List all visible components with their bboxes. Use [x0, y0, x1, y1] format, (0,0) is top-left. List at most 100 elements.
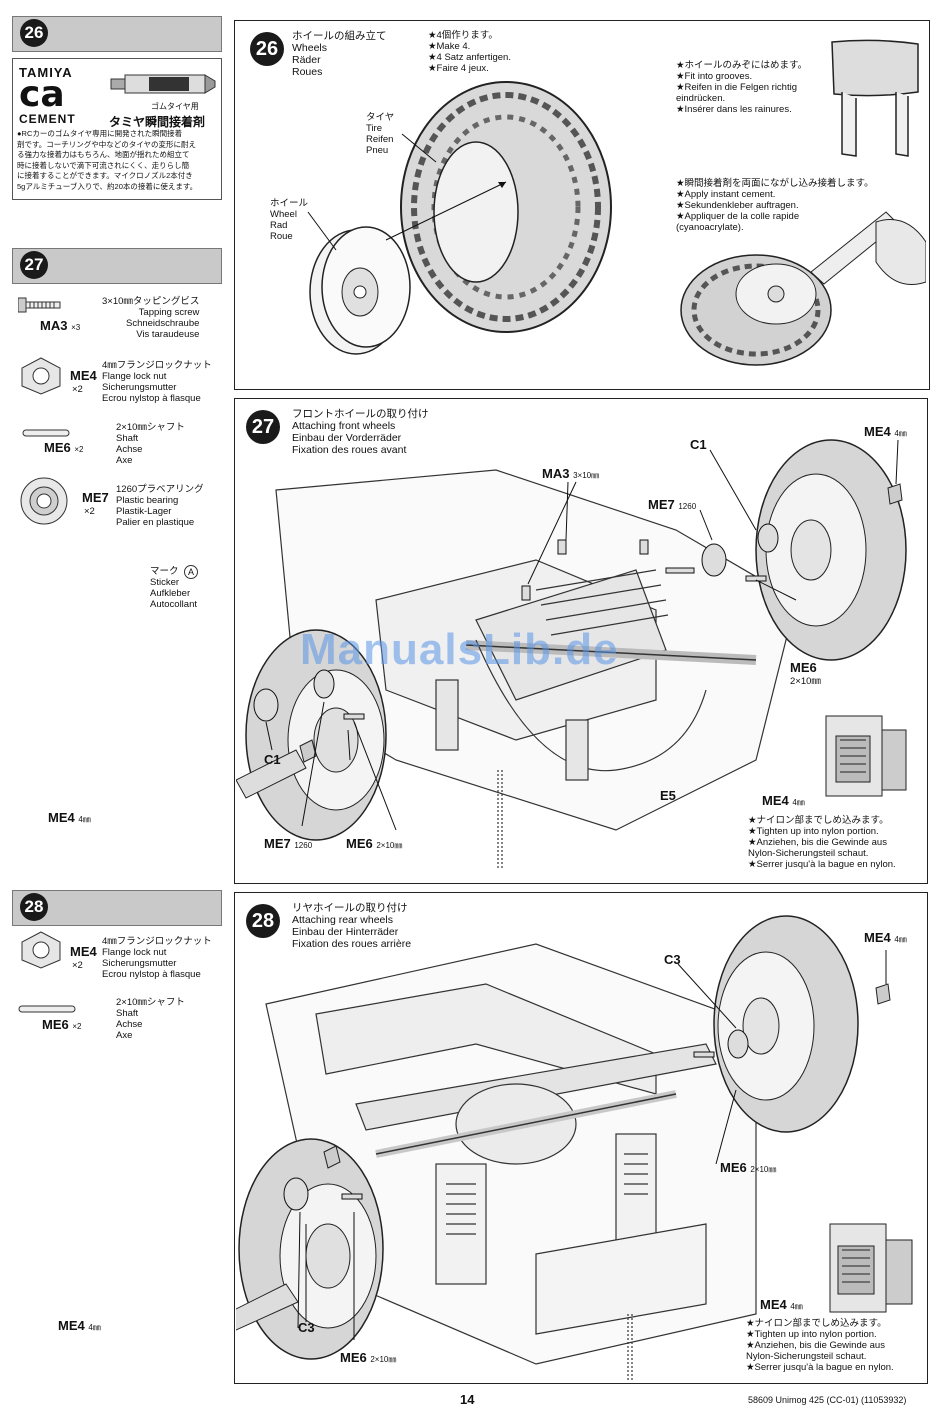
shaft-icon — [22, 429, 70, 437]
p28-me6-bottom-code: ME6 — [340, 1350, 367, 1365]
grooves-note: ★ホイールのみぞにはめます。 ★Fit into grooves. ★Reife… — [676, 60, 808, 115]
panel27-number: 27 — [246, 410, 280, 444]
p28-c3-top: C3 — [664, 952, 681, 967]
p28-me4-top: ME4 4㎜ — [864, 930, 907, 945]
part28-me6-label: 2×10㎜シャフト Shaft Achse Axe — [116, 997, 185, 1041]
p28-me4-left: ME4 4㎜ — [58, 1318, 101, 1333]
p27-me6-bottom: ME6 2×10㎜ — [346, 836, 402, 851]
part28-me6-code: ME6 ×2 — [42, 1017, 81, 1032]
part-me6-label: 2×10㎜シャフト Shaft Achse Axe — [116, 422, 185, 466]
rear-wheel-chassis-drawing — [236, 915, 891, 1380]
p27-me7-bottom-code: ME7 — [264, 836, 291, 851]
cement-brand-bottom: CEMENT — [19, 112, 76, 126]
step26-number: 26 — [20, 19, 48, 47]
front-wheel-chassis-drawing — [236, 439, 907, 870]
front-nylon-detail — [825, 715, 907, 797]
tapping-screw-icon — [18, 297, 61, 313]
p27-nylon-note: ★ナイロン部までしめ込みます。 ★Tighten up into nylon p… — [748, 815, 896, 870]
p27-me6-bottom-size: 2×10㎜ — [376, 841, 403, 850]
p27-me4-detail-code: ME4 — [762, 793, 789, 808]
part28-me6-qty: ×2 — [72, 1022, 82, 1031]
shaft-icon-28 — [18, 1005, 76, 1013]
rim-cross-section — [831, 39, 919, 157]
part-me6-code-text: ME6 — [44, 440, 71, 455]
part-me7-code: ME7 — [82, 490, 109, 505]
part28-me4-label: 4㎜フランジロックナット Flange lock nut Sicherungsm… — [102, 936, 212, 980]
part-me7-qty: ×2 — [84, 506, 95, 517]
panel27-title: フロントホイールの取り付け Attaching front wheels Ein… — [292, 408, 429, 456]
p28-me6-bottom: ME6 2×10㎜ — [340, 1350, 396, 1365]
glue-tire-illustration — [680, 211, 926, 366]
step28-number: 28 — [20, 893, 48, 921]
p27-me4-top-code: ME4 — [864, 424, 891, 439]
plastic-bearing-icon — [20, 477, 68, 525]
cement-info-box: TAMIYA CA CEMENT ゴムタイヤ用 タミヤ瞬間接着剤 ●RCカーのゴ… — [12, 58, 222, 200]
p28-me6-right-code: ME6 — [720, 1160, 747, 1175]
p28-nylon-note: ★ナイロン部までしめ込みます。 ★Tighten up into nylon p… — [746, 1318, 894, 1373]
flange-nut-icon — [21, 357, 61, 395]
flange-nut-icon-28 — [21, 931, 61, 969]
tire-label: タイヤ Tire Reifen Pneu — [366, 112, 395, 156]
part-me7-label: 1260プラベアリング Plastic bearing Plastik-Lage… — [116, 484, 204, 528]
part-me6-code: ME6 ×2 — [44, 440, 83, 455]
wheel-label: ホイール Wheel Rad Roue — [270, 198, 309, 242]
p27-c1-left: C1 — [264, 752, 281, 767]
panel28-number: 28 — [246, 904, 280, 938]
wheel-assembly-drawing — [307, 39, 926, 366]
panel26-qty-note: ★4個作ります。 ★Make 4. ★4 Satz anfertigen. ★F… — [428, 30, 511, 74]
p27-ma3-code: MA3 — [542, 466, 570, 481]
p27-me4-left: ME4 4㎜ — [48, 810, 91, 825]
tire-illustration — [400, 81, 612, 333]
p27-c1-top: C1 — [690, 437, 707, 452]
p28-me6-right-size: 2×10㎜ — [750, 1165, 777, 1174]
p27-me4-detail-size: 4㎜ — [792, 798, 805, 807]
front-right-wheel-illustration — [755, 439, 907, 661]
p28-me4-top-code: ME4 — [864, 930, 891, 945]
step27-header-bar — [12, 248, 222, 284]
rear-chassis-illustration — [265, 943, 757, 1380]
p27-me4-left-size: 4㎜ — [78, 815, 91, 824]
part-me6-qty: ×2 — [74, 445, 84, 454]
p27-me6-bottom-code: ME6 — [346, 836, 373, 851]
part28-me4-qty: ×2 — [72, 960, 83, 971]
part28-me4-code: ME4 — [70, 944, 97, 959]
p27-me7-top-code: ME7 — [648, 497, 675, 512]
p27-me4-top: ME4 4㎜ — [864, 424, 907, 439]
p27-ma3: MA3 3×10㎜ — [542, 466, 599, 481]
rear-nylon-detail-drawing — [829, 1223, 913, 1313]
cement-brand-big: CA — [19, 74, 65, 115]
p27-me7-top-size: 1260 — [678, 502, 697, 511]
cement-brand-top: TAMIYA — [19, 65, 73, 80]
watermark: ManualsLib.de — [300, 625, 619, 674]
p27-me7-bottom: ME7 1260 — [264, 836, 312, 851]
rear-left-wheel-illustration — [236, 1138, 384, 1360]
rear-right-wheel-illustration — [713, 915, 891, 1133]
cement-jp-name: タミヤ瞬間接着剤 — [109, 115, 206, 129]
part-ma3-code-text: MA3 — [40, 318, 68, 333]
panel26-number: 26 — [250, 32, 284, 66]
rear-parts-callout-lines — [283, 950, 887, 1340]
p27-ma3-size: 3×10㎜ — [573, 471, 600, 480]
part28-me6-code-text: ME6 — [42, 1017, 69, 1032]
part-ma3-label: 3×10㎜タッピングビス Tapping screw Schneidschrau… — [102, 296, 200, 340]
front-parts-callout-lines — [253, 439, 899, 831]
part-ma3-code: MA3 ×3 — [40, 318, 80, 333]
p28-me6-bottom-size: 2×10㎜ — [370, 1355, 397, 1364]
p28-me4-top-size: 4㎜ — [894, 935, 907, 944]
part-me4-qty: ×2 — [72, 384, 83, 395]
part-ma3-qty: ×3 — [71, 323, 81, 332]
p28-me4-detail: ME4 4㎜ — [760, 1297, 803, 1312]
p27-me4-top-size: 4㎜ — [894, 429, 907, 438]
cement-tube-icon — [110, 74, 216, 94]
step27-number: 27 — [20, 251, 48, 279]
p28-me4-detail-code: ME4 — [760, 1297, 787, 1312]
page-number: 14 — [460, 1392, 475, 1407]
p28-me4-left-code: ME4 — [58, 1318, 85, 1333]
p27-me6-right: ME6 — [790, 660, 817, 675]
p27-me7-bottom-size: 1260 — [294, 841, 313, 850]
p28-me6-right: ME6 2×10㎜ — [720, 1160, 776, 1175]
front-left-wheel-illustration — [236, 629, 387, 841]
p28-me4-left-size: 4㎜ — [88, 1323, 101, 1332]
page-footer: 58609 Unimog 425 (CC-01) (11053932) — [748, 1395, 907, 1405]
p27-me4-left-code: ME4 — [48, 810, 75, 825]
